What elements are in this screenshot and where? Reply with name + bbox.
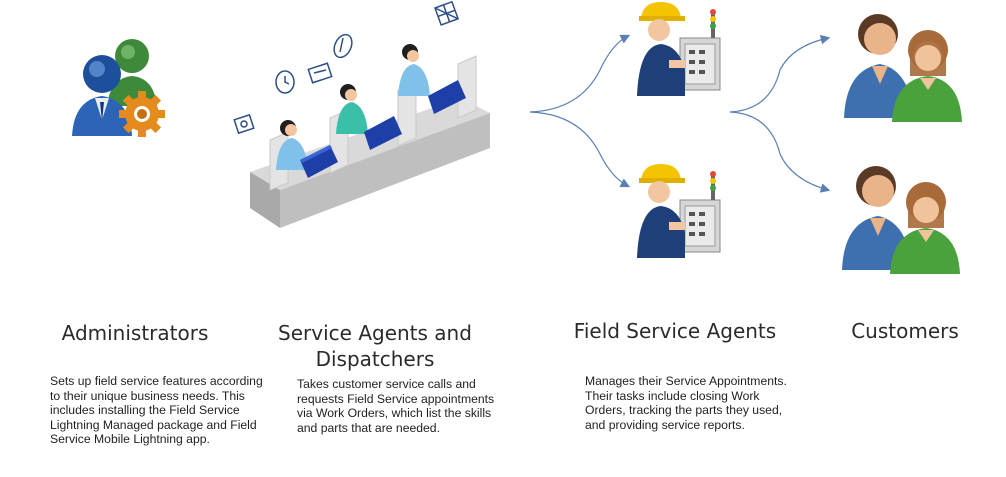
flow-arrows xyxy=(529,34,831,193)
customers-pair-icon xyxy=(844,14,962,122)
field-technician-icon xyxy=(637,164,721,258)
customers-heading: Customers xyxy=(851,319,959,343)
dispatchers-heading: Service Agents and Dispatchers xyxy=(278,321,472,371)
administrators-heading: Administrators xyxy=(61,321,209,345)
field-technician-icon xyxy=(637,2,721,96)
call-center-agents-illustration xyxy=(233,0,490,228)
field-service-agents-description: Manages their Service Appointments. Thei… xyxy=(585,374,787,432)
field-service-agents-heading: Field Service Agents xyxy=(573,319,777,343)
customers-pair-icon xyxy=(842,166,960,274)
dispatchers-description: Takes customer service calls and request… xyxy=(297,377,495,435)
administrators-description: Sets up field service features according… xyxy=(50,374,263,447)
admin-users-gear-icon xyxy=(72,39,165,137)
